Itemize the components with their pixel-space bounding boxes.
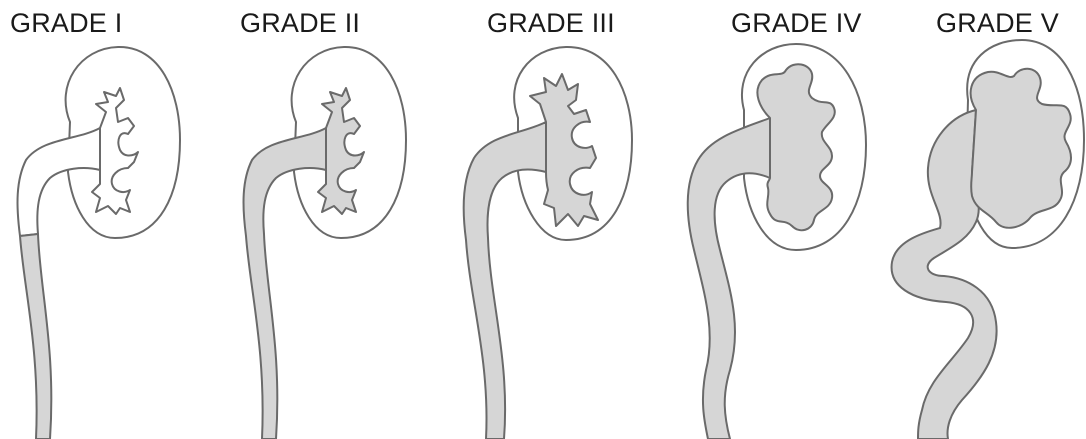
grade-1-ureter-grey: [20, 234, 51, 439]
grade-3-kidney-ureter: [464, 47, 632, 439]
grade-3-ureter: [464, 122, 546, 439]
grade-5-kidney-ureter: [892, 40, 1084, 439]
grade-2-kidney-ureter: [244, 47, 406, 439]
grade-4-ureter: [688, 118, 770, 439]
grade-4-kidney-ureter: [688, 44, 866, 439]
grade-1-kidney-ureter: [18, 47, 180, 439]
